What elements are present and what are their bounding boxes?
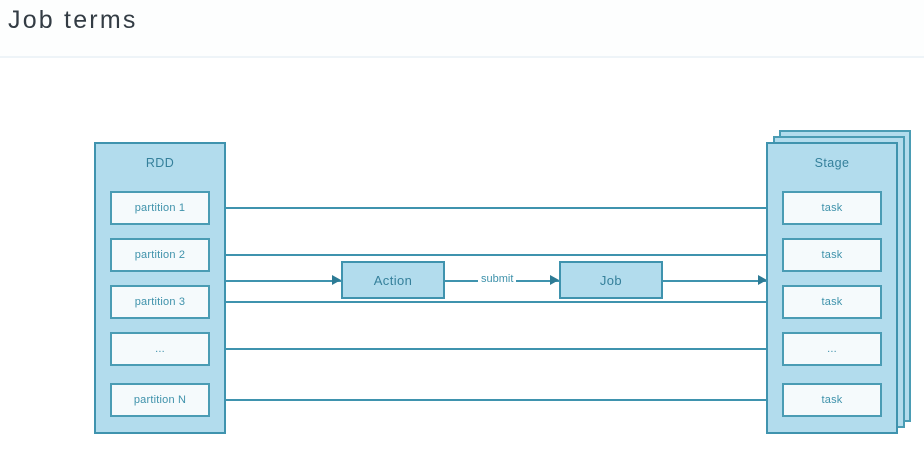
arrowhead-stage [758, 275, 767, 285]
action-box[interactable]: Action [341, 261, 445, 299]
stage-container[interactable]: Stage task task task ... task [766, 142, 898, 434]
rdd-partition-n[interactable]: partition N [110, 383, 210, 417]
stage-task-n[interactable]: task [782, 383, 882, 417]
connector-job-to-stage [663, 280, 767, 282]
arrowhead-job [550, 275, 559, 285]
connector-taskN-to-partitionN [212, 399, 770, 401]
stage-task-2[interactable]: task [782, 238, 882, 272]
page-title: Job terms [8, 6, 138, 34]
diagram-canvas: submit RDD partition 1 partition 2 parti… [0, 58, 924, 449]
page-header: Job terms [0, 0, 924, 56]
connector-taskdots-to-partitiondots [212, 348, 770, 350]
connector-task2-to-partition2 [212, 254, 770, 256]
edge-label-submit: submit [478, 273, 517, 285]
header-divider [0, 56, 924, 58]
arrowhead-action [332, 275, 341, 285]
stage-task-1[interactable]: task [782, 191, 882, 225]
connector-task1-to-partition1 [212, 207, 770, 209]
rdd-container[interactable]: RDD partition 1 partition 2 partition 3 … [94, 142, 226, 434]
stage-label: Stage [814, 156, 850, 170]
rdd-partition-1[interactable]: partition 1 [110, 191, 210, 225]
rdd-partition-3[interactable]: partition 3 [110, 285, 210, 319]
stage-task-ellipsis[interactable]: ... [782, 332, 882, 366]
stage-task-3[interactable]: task [782, 285, 882, 319]
job-box[interactable]: Job [559, 261, 663, 299]
rdd-partition-2[interactable]: partition 2 [110, 238, 210, 272]
rdd-partition-ellipsis[interactable]: ... [110, 332, 210, 366]
rdd-label: RDD [145, 156, 175, 170]
connector-task3-to-partition3 [212, 301, 770, 303]
connector-rdd-to-action [226, 280, 341, 282]
